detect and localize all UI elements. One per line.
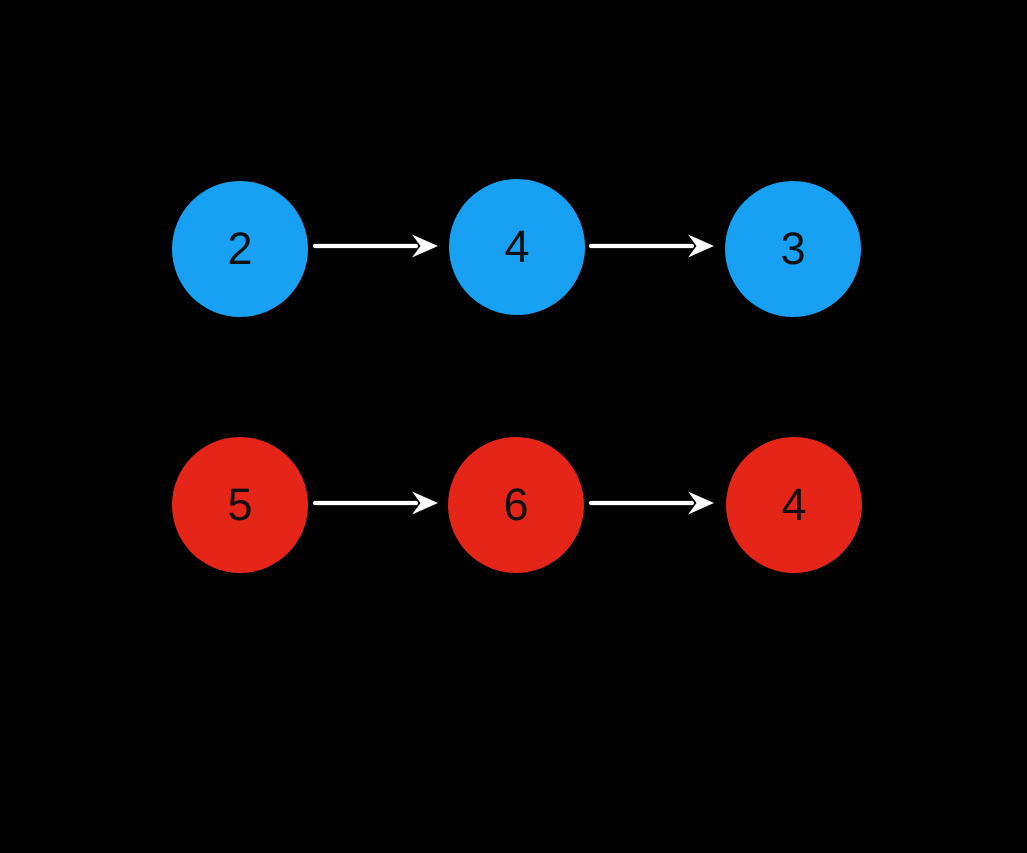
arrow-icon [588,491,714,515]
node-value: 3 [780,222,806,274]
node-value: 4 [781,478,807,530]
node-value: 5 [227,478,253,530]
node-value: 2 [227,222,253,274]
list-node: 2 [172,181,308,317]
node-value: 6 [503,478,529,530]
arrow-icon [312,234,438,258]
list-node: 3 [725,181,861,317]
list-node: 6 [448,437,584,573]
arrow-icon [312,491,438,515]
node-value: 4 [504,220,530,272]
list-node: 4 [449,179,585,315]
arrow-icon [588,234,714,258]
list-node: 5 [172,437,308,573]
list-node: 4 [726,437,862,573]
